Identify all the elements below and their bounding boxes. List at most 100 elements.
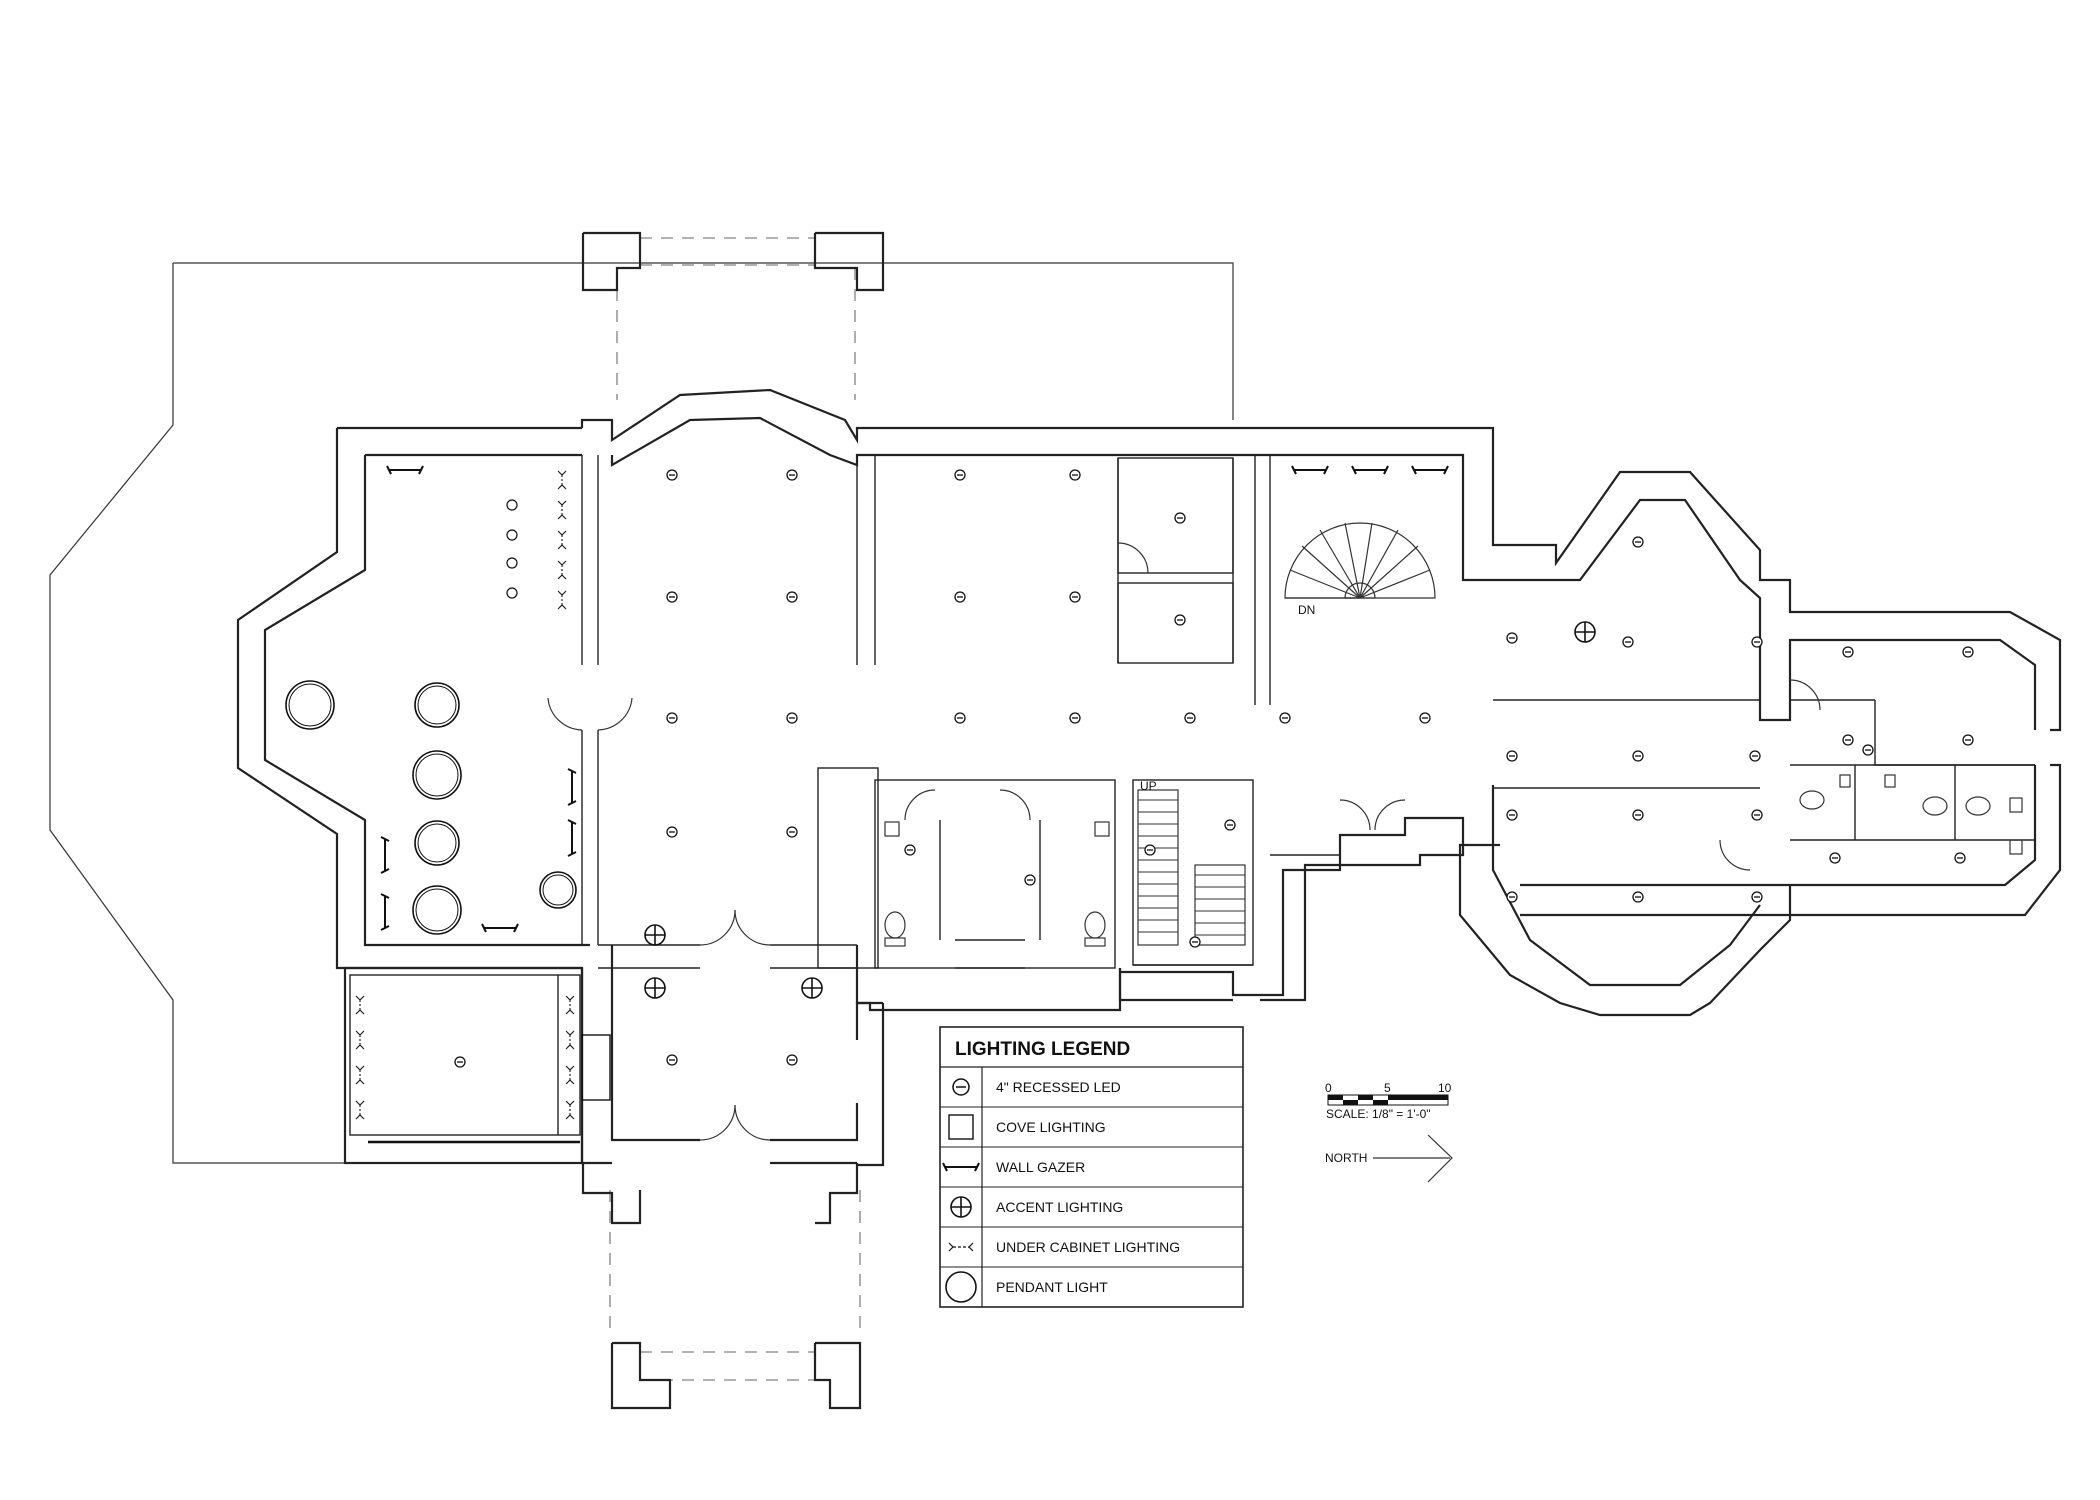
- scale-tick-10: 10: [1438, 1081, 1452, 1095]
- pendant-light-small-icon: [506, 587, 518, 599]
- recessed-led-icon: [1842, 646, 1854, 658]
- stair-down-label: DN: [1298, 603, 1315, 617]
- pendant-light-small-icon: [506, 557, 518, 569]
- recessed-led-icon: [1632, 536, 1644, 548]
- recessed-led-icon: [1174, 614, 1186, 626]
- legend-title: LIGHTING LEGEND: [955, 1039, 1130, 1060]
- wall-gazer-icon: [380, 836, 390, 874]
- recessed-led-icon: [1506, 809, 1518, 821]
- under-cabinet-icon: [565, 1030, 575, 1050]
- legend-label: PENDANT LIGHT: [996, 1279, 1108, 1295]
- recessed-led-icon: [1419, 712, 1431, 724]
- spiral-stair: DN: [1284, 522, 1436, 617]
- recessed-led-icon: [904, 844, 916, 856]
- wall-gazer-icon: [942, 1162, 980, 1172]
- recessed-led-icon: [954, 591, 966, 603]
- under-cabinet-icon: [557, 560, 567, 580]
- pendant-light-small-icon: [506, 499, 518, 511]
- recessed-led-icon: [954, 469, 966, 481]
- recessed-led-icon: [1224, 819, 1236, 831]
- pendant-light-icon: [414, 682, 460, 728]
- recessed-led-icon: [1632, 809, 1644, 821]
- north-label: NORTH: [1325, 1151, 1367, 1165]
- accent-lighting-icon: [950, 1196, 972, 1218]
- recessed-led-icon: [1506, 750, 1518, 762]
- legend-row: PENDANT LIGHT: [945, 1271, 1108, 1303]
- interior-walls: [343, 455, 2035, 1165]
- north-arrow: NORTH: [1325, 1134, 1453, 1183]
- doors: [547, 542, 1821, 1141]
- recessed-led-icon: [1069, 469, 1081, 481]
- legend-row: WALL GAZER: [942, 1159, 1085, 1175]
- recessed-led-icon: [1174, 512, 1186, 524]
- recessed-led-icon: [1622, 636, 1634, 648]
- legend-label: UNDER CABINET LIGHTING: [996, 1239, 1180, 1255]
- accent-lighting-icon: [801, 977, 823, 999]
- recessed-led-icon: [1144, 844, 1156, 856]
- recessed-led-icon: [666, 712, 678, 724]
- recessed-led-icon: [1962, 646, 1974, 658]
- wall-gazer-icon: [1291, 465, 1329, 475]
- under-cabinet-icon: [557, 470, 567, 490]
- recessed-led-icon: [1842, 734, 1854, 746]
- recessed-led-icon: [786, 712, 798, 724]
- recessed-led-icon: [1751, 636, 1763, 648]
- under-cabinet-icon: [355, 1100, 365, 1120]
- wall-gazer-icon: [380, 893, 390, 931]
- wall-gazer-icon: [567, 768, 577, 806]
- lighting-fixtures: [285, 465, 1974, 1144]
- under-cabinet-icon: [565, 1065, 575, 1085]
- legend-row: 4" RECESSED LED: [952, 1078, 1121, 1096]
- wall-gazer-icon: [1351, 465, 1389, 475]
- plumbing-fixtures: [884, 774, 2023, 947]
- site-outline: [173, 262, 1234, 420]
- site-outline-west: [49, 263, 345, 1164]
- recessed-led-icon: [1862, 744, 1874, 756]
- accent-lighting-icon: [644, 977, 666, 999]
- recessed-led-icon: [666, 469, 678, 481]
- legend-row: COVE LIGHTING: [948, 1114, 1106, 1140]
- wall-gazer-icon: [386, 465, 424, 475]
- cove-lighting-icon: [948, 1114, 974, 1140]
- south-porch: [581, 1163, 862, 1410]
- recessed-led-icon: [1751, 891, 1763, 903]
- under-cabinet-icon: [355, 1065, 365, 1085]
- under-cabinet-icon: [565, 1100, 575, 1120]
- pendant-light-icon: [412, 750, 462, 800]
- lighting-legend: LIGHTING LEGEND 4" RECESSED LED COVE LIGH…: [939, 1026, 1244, 1308]
- accent-lighting-icon: [1574, 621, 1596, 643]
- recessed-led-icon: [1506, 632, 1518, 644]
- scale-tick-5: 5: [1384, 1081, 1391, 1095]
- recessed-led-icon: [1069, 591, 1081, 603]
- scale-tick-0: 0: [1325, 1081, 1332, 1095]
- legend-label: ACCENT LIGHTING: [996, 1199, 1123, 1215]
- legend-label: WALL GAZER: [996, 1159, 1085, 1175]
- legend-row: UNDER CABINET LIGHTING: [948, 1239, 1180, 1255]
- recessed-led-icon: [786, 1054, 798, 1066]
- under-cabinet-icon: [565, 995, 575, 1015]
- recessed-led-icon: [954, 712, 966, 724]
- under-cabinet-icon: [355, 1030, 365, 1050]
- recessed-led-icon: [1184, 712, 1196, 724]
- recessed-led-icon: [786, 591, 798, 603]
- recessed-led-icon: [1506, 891, 1518, 903]
- legend-row: ACCENT LIGHTING: [950, 1196, 1123, 1218]
- under-cabinet-icon: [557, 590, 567, 610]
- under-cabinet-icon: [355, 995, 365, 1015]
- recessed-led-icon: [1279, 712, 1291, 724]
- recessed-led-icon: [1829, 852, 1841, 864]
- recessed-led-icon: [1751, 809, 1763, 821]
- legend-label: 4" RECESSED LED: [996, 1079, 1121, 1095]
- recessed-led-icon: [1954, 852, 1966, 864]
- legend-label: COVE LIGHTING: [996, 1119, 1106, 1135]
- recessed-led-icon: [786, 826, 798, 838]
- stair-up-label: UP: [1140, 779, 1157, 793]
- recessed-led-icon: [1069, 712, 1081, 724]
- pendant-light-icon: [412, 885, 462, 935]
- recessed-led-icon: [1024, 874, 1036, 886]
- pendant-light-icon: [945, 1271, 977, 1303]
- recessed-led-icon: [666, 826, 678, 838]
- recessed-led-icon: [666, 1054, 678, 1066]
- recessed-led-icon: [666, 591, 678, 603]
- under-cabinet-icon: [948, 1242, 974, 1252]
